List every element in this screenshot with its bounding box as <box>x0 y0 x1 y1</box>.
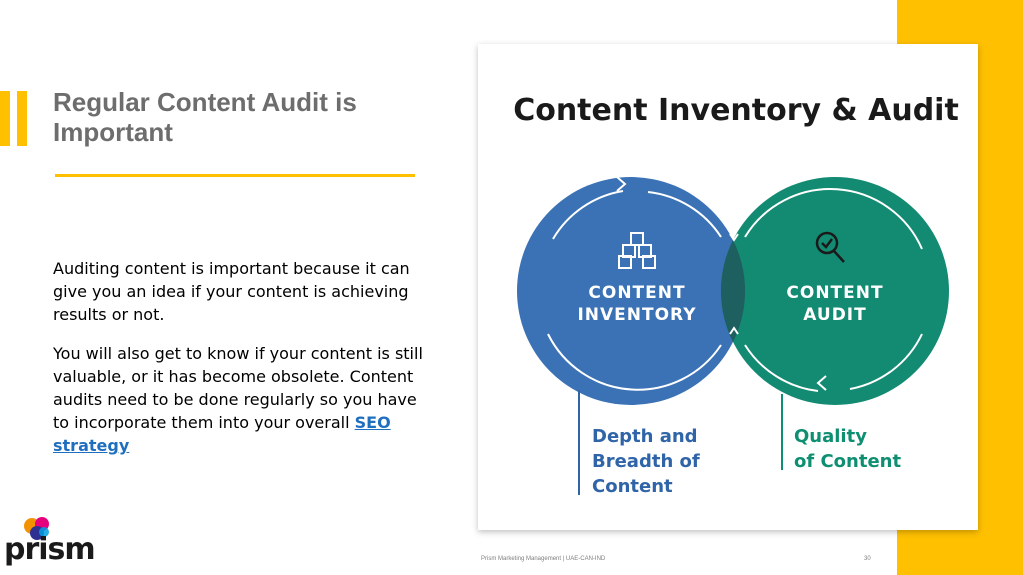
logo-text: prism <box>4 532 96 567</box>
audit-arc <box>744 344 819 392</box>
inventory-caption-line2: Breadth of <box>592 451 700 472</box>
figure-card: Content Inventory & Audit <box>478 44 978 530</box>
slide-title: Regular Content Audit is Important <box>53 87 357 147</box>
inventory-arc <box>647 191 722 238</box>
footer-text: Prism Marketing Management | UAE-CAN-IND <box>481 556 606 562</box>
arrow-icon <box>616 176 627 192</box>
audit-label-line2: AUDIT <box>803 305 866 325</box>
audit-caption-line1: Quality <box>794 426 867 447</box>
chevron-down-icon <box>729 233 739 242</box>
cubes-icon <box>618 232 656 269</box>
paragraph-1: Auditing content is important because it… <box>53 259 410 324</box>
audit-circle <box>721 177 949 405</box>
inventory-caption-line3: Content <box>592 476 673 497</box>
audit-arc <box>849 333 923 390</box>
prism-logo-icon <box>24 517 49 540</box>
title-accent-bar <box>0 91 10 146</box>
audit-caption-line2: of Content <box>794 451 901 472</box>
venn-diagram: Content Inventory & Audit <box>513 93 959 497</box>
inventory-label-line2: INVENTORY <box>577 305 696 325</box>
inventory-arc <box>547 333 722 391</box>
inventory-arc <box>552 190 624 240</box>
inventory-label-line1: CONTENT <box>588 283 685 303</box>
title-accent-bar <box>17 91 27 146</box>
chevron-up-icon <box>729 326 739 335</box>
page-number: 30 <box>864 556 871 562</box>
magnifier-check-icon <box>815 231 845 263</box>
inventory-circle <box>517 177 745 405</box>
title-underline <box>55 174 415 177</box>
paragraph-2: You will also get to know if your conten… <box>53 342 428 457</box>
body-text: Auditing content is important because it… <box>53 257 428 473</box>
audit-arc <box>744 188 923 250</box>
inventory-caption-line1: Depth and <box>592 426 698 447</box>
overlap-region <box>720 240 746 342</box>
figure-heading: Content Inventory & Audit <box>513 93 959 128</box>
seo-strategy-link[interactable]: SEO strategy <box>53 413 391 455</box>
arrow-icon <box>816 375 827 391</box>
paragraph-2-text: You will also get to know if your conten… <box>53 344 423 432</box>
audit-label-line1: CONTENT <box>786 283 883 303</box>
